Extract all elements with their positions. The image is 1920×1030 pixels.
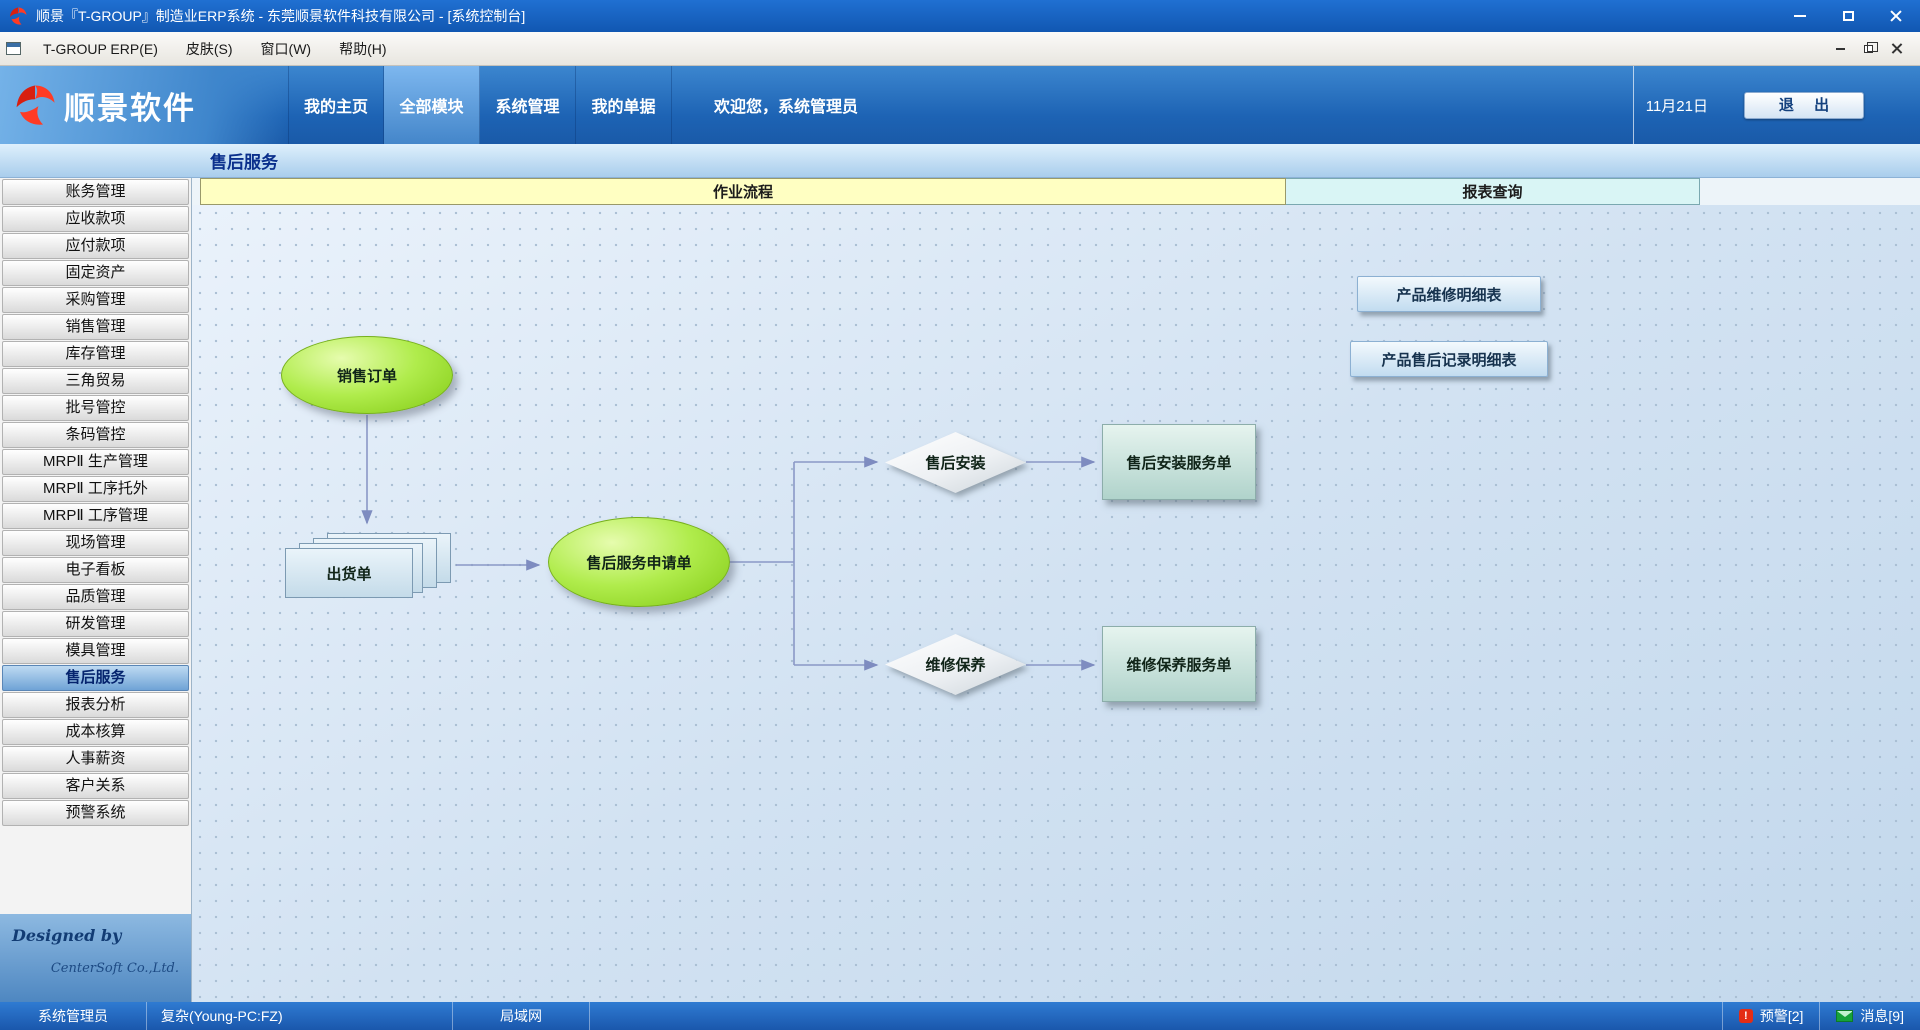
welcome-text: 欢迎您，系统管理员 [714,99,859,116]
brand-name: 顺景软件 [64,90,196,126]
status-user: 系统管理员 [0,1002,147,1030]
designed-by-block: Designed by CenterSoft Co.,Ltd. [0,914,191,1002]
diamond-shape: 维修保养 [885,634,1026,695]
report-button-repair-detail[interactable]: 产品维修明细表 [1357,276,1541,312]
mdi-minimize-button[interactable] [1826,38,1854,60]
main-area: 账务管理 应收款项 应付款项 固定资产 采购管理 销售管理 库存管理 三角贸易 … [0,178,1920,1002]
tab-system-management[interactable]: 系统管理 [480,66,576,144]
sidebar-item[interactable]: MRPⅡ 工序管理 [2,503,189,529]
sidebar-item[interactable]: 人事薪资 [2,746,189,772]
menu-skin[interactable]: 皮肤(S) [185,40,233,57]
window-controls [1776,0,1920,32]
sidebar-item[interactable]: 成本核算 [2,719,189,745]
sidebar-item[interactable]: 模具管理 [2,638,189,664]
flow-node-shipment-label: 出货单 [285,548,413,598]
flow-connectors [361,415,1096,671]
maximize-button[interactable] [1824,0,1872,32]
sidebar-item[interactable]: 固定资产 [2,260,189,286]
flow-node-sales-order[interactable]: 销售订单 [281,336,453,414]
sidebar-item[interactable]: MRPⅡ 生产管理 [2,449,189,475]
minimize-icon [1794,15,1806,17]
sidebar-item[interactable]: 预警系统 [2,800,189,826]
page-title: 售后服务 [210,153,278,172]
sidebar-filler [0,826,191,914]
menubar: T-GROUP ERP(E) 皮肤(S) 窗口(W) 帮助(H) [0,32,1920,66]
maximize-icon [1842,11,1854,21]
messages-indicator[interactable]: 消息[9] [1819,1002,1920,1030]
tab-work-flow[interactable]: 作业流程 [200,178,1286,205]
sidebar-item-after-sales-service[interactable]: 售后服务 [2,665,189,691]
sidebar-item[interactable]: 采购管理 [2,287,189,313]
flow-node-maintain-decision[interactable]: 维修保养 [885,634,1026,695]
tab-report-query[interactable]: 报表查询 [1286,178,1700,205]
exit-button[interactable]: 退 出 [1744,92,1864,119]
mdi-restore-button[interactable] [1854,38,1882,60]
flow-canvas: 销售订单 出货单 售后服务申请单 售后安装 维修保养 [192,205,1920,1002]
alerts-label: 预警[2] [1759,1008,1804,1024]
menu-window[interactable]: 窗口(W) [260,40,312,57]
date-display: 11月21日 [1632,66,1708,144]
subheader: 售后服务 [0,144,1920,178]
mdi-minimize-icon [1835,47,1845,50]
sidebar-item[interactable]: 应付款项 [2,233,189,259]
company-label: CenterSoft Co.,Ltd. [50,961,179,976]
minimize-button[interactable] [1776,0,1824,32]
sidebar-item[interactable]: 账务管理 [2,179,189,205]
tab-my-home[interactable]: 我的主页 [288,66,384,144]
alert-icon [1738,1009,1753,1023]
sidebar-item[interactable]: 研发管理 [2,611,189,637]
banner: 顺景软件 我的主页 全部模块 系统管理 我的单据 欢迎您，系统管理员 11月21… [0,66,1920,144]
status-host: 复杂(Young-PC:FZ) [147,1002,453,1030]
mdi-close-icon [1891,43,1902,54]
designed-by-label: Designed by [12,926,122,945]
brand-logo-icon [16,85,55,125]
mdi-window-controls [1826,38,1920,60]
status-spacer [590,1002,1722,1030]
close-icon [1890,10,1902,22]
status-network: 局域网 [453,1002,590,1030]
sidebar-item[interactable]: 批号管控 [2,395,189,421]
statusbar: 系统管理员 复杂(Young-PC:FZ) 局域网 预警[2] 消息[9] [0,1002,1920,1030]
mdi-restore-icon [1863,41,1878,53]
sidebar-item[interactable]: 库存管理 [2,341,189,367]
module-sidebar: 账务管理 应收款项 应付款项 固定资产 采购管理 销售管理 库存管理 三角贸易 … [0,178,192,1002]
sidebar-item[interactable]: 客户关系 [2,773,189,799]
sidebar-item[interactable]: 条码管控 [2,422,189,448]
flow-node-service-request[interactable]: 售后服务申请单 [548,517,730,607]
flow-node-install-order[interactable]: 售后安装服务单 [1102,424,1256,500]
brand-area: 顺景软件 [0,66,288,144]
diamond-shape: 售后安装 [885,432,1026,493]
mdi-close-button[interactable] [1882,38,1910,60]
sidebar-item[interactable]: 现场管理 [2,530,189,556]
sidebar-item[interactable]: MRPⅡ 工序托外 [2,476,189,502]
flow-node-maintain-order[interactable]: 维修保养服务单 [1102,626,1256,702]
install-decision-label: 售后安装 [925,455,986,472]
menu-help[interactable]: 帮助(H) [339,40,387,57]
sidebar-item[interactable]: 电子看板 [2,557,189,583]
main-nav: 我的主页 全部模块 系统管理 我的单据 [288,66,672,144]
app-logo-icon [10,7,27,25]
mdi-child-icon [6,42,21,55]
window-title: 顺景『T-GROUP』制造业ERP系统 - 东莞顺景软件科技有限公司 - [系统… [36,8,526,24]
report-button-after-sales-record[interactable]: 产品售后记录明细表 [1350,341,1548,377]
content-tabs: 作业流程 报表查询 [192,178,1920,205]
sidebar-item[interactable]: 三角贸易 [2,368,189,394]
messages-label: 消息[9] [1860,1008,1904,1024]
maintain-decision-label: 维修保养 [925,657,986,674]
mail-icon [1836,1010,1854,1022]
sidebar-item[interactable]: 销售管理 [2,314,189,340]
close-button[interactable] [1872,0,1920,32]
sidebar-item[interactable]: 报表分析 [2,692,189,718]
tab-my-documents[interactable]: 我的单据 [576,66,672,144]
flow-node-install-decision[interactable]: 售后安装 [885,432,1026,493]
titlebar: 顺景『T-GROUP』制造业ERP系统 - 东莞顺景软件科技有限公司 - [系统… [0,0,1920,32]
tab-all-modules[interactable]: 全部模块 [384,66,480,144]
content-area: 作业流程 报表查询 [192,178,1920,1002]
flow-node-shipment[interactable]: 出货单 [285,532,455,600]
menu-tgroup-erp[interactable]: T-GROUP ERP(E) [43,40,158,57]
sidebar-item[interactable]: 应收款项 [2,206,189,232]
sidebar-item[interactable]: 品质管理 [2,584,189,610]
alerts-indicator[interactable]: 预警[2] [1721,1002,1820,1030]
